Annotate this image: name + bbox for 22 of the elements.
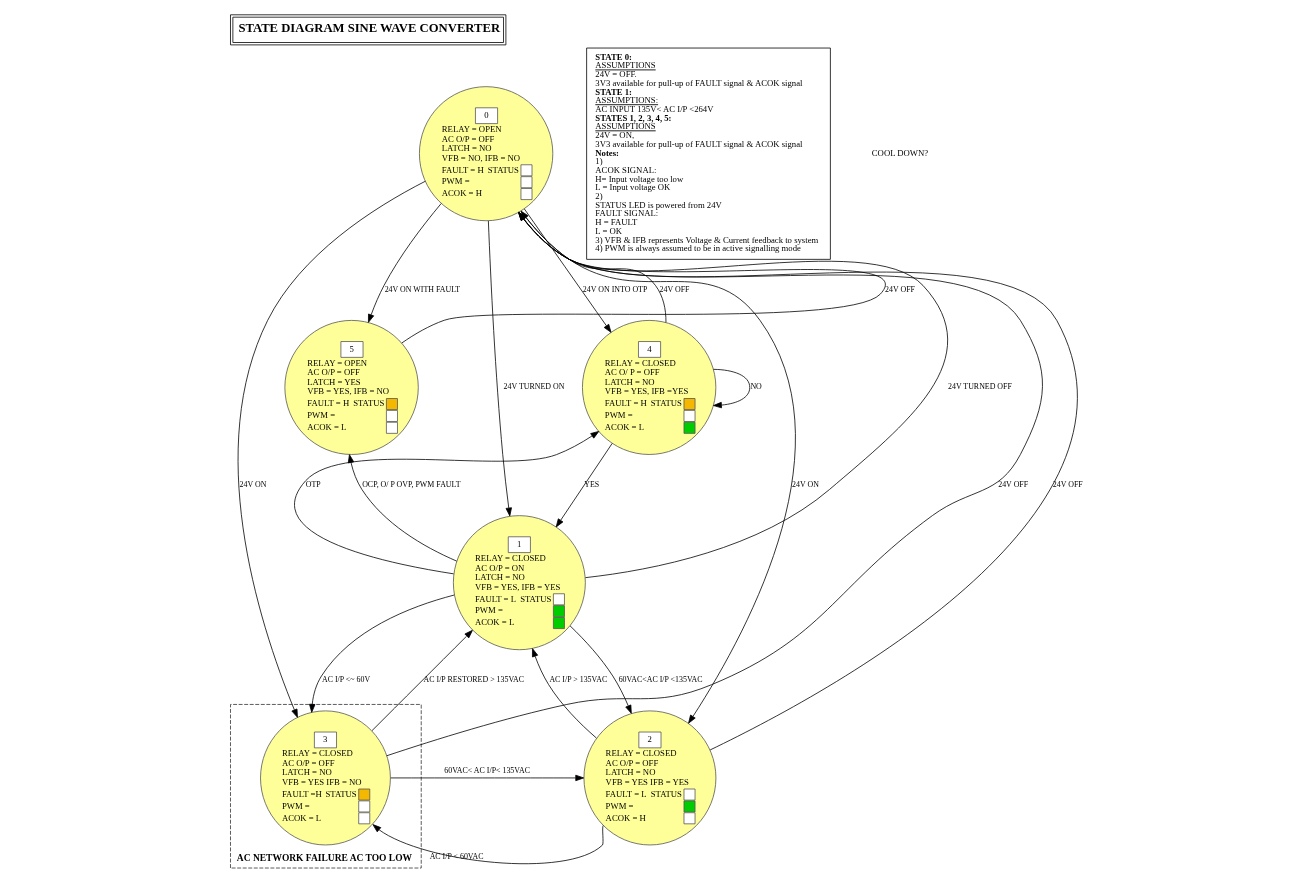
edge-label: 24V OFF bbox=[1052, 480, 1083, 490]
label: COOL DOWN? bbox=[871, 147, 928, 158]
edge-label: 24V OFF bbox=[658, 284, 689, 294]
edge-label: 24V TURNED ON bbox=[503, 382, 564, 392]
edge-label: 24V OFF bbox=[884, 284, 915, 294]
edge-label: AC I/P RESTORED > 135VAC bbox=[423, 675, 524, 685]
edge-label: NO bbox=[749, 382, 762, 392]
edge-label: 24V TURNED OFF bbox=[947, 382, 1012, 392]
edge-label: YES bbox=[583, 480, 599, 490]
edge-label: 24V ON bbox=[791, 480, 819, 490]
edge-label: 24V OFF bbox=[997, 480, 1028, 490]
edge-label: 24V ON WITH FAULT bbox=[384, 284, 460, 294]
edge-label: 24V ON bbox=[239, 480, 266, 490]
diagram-title: STATE DIAGRAM SINE WAVE CONVERTER bbox=[237, 21, 500, 36]
edge-label: OTP bbox=[305, 480, 321, 490]
edge-label: AC I/P < 60VAC bbox=[429, 852, 484, 862]
edge-label: 24V ON INTO OTP bbox=[582, 284, 647, 294]
edge-label: AC I/P <~ 60V bbox=[321, 675, 370, 685]
edge-label: 60VAC< AC I/P< 135VAC bbox=[443, 766, 530, 776]
edge-label: AC I/P > 135VAC bbox=[548, 675, 607, 685]
edge-label: 60VAC<AC I/P <135VAC bbox=[618, 675, 703, 685]
edge-label: OCP, O/ P OVP, PWM FAULT bbox=[361, 480, 460, 490]
